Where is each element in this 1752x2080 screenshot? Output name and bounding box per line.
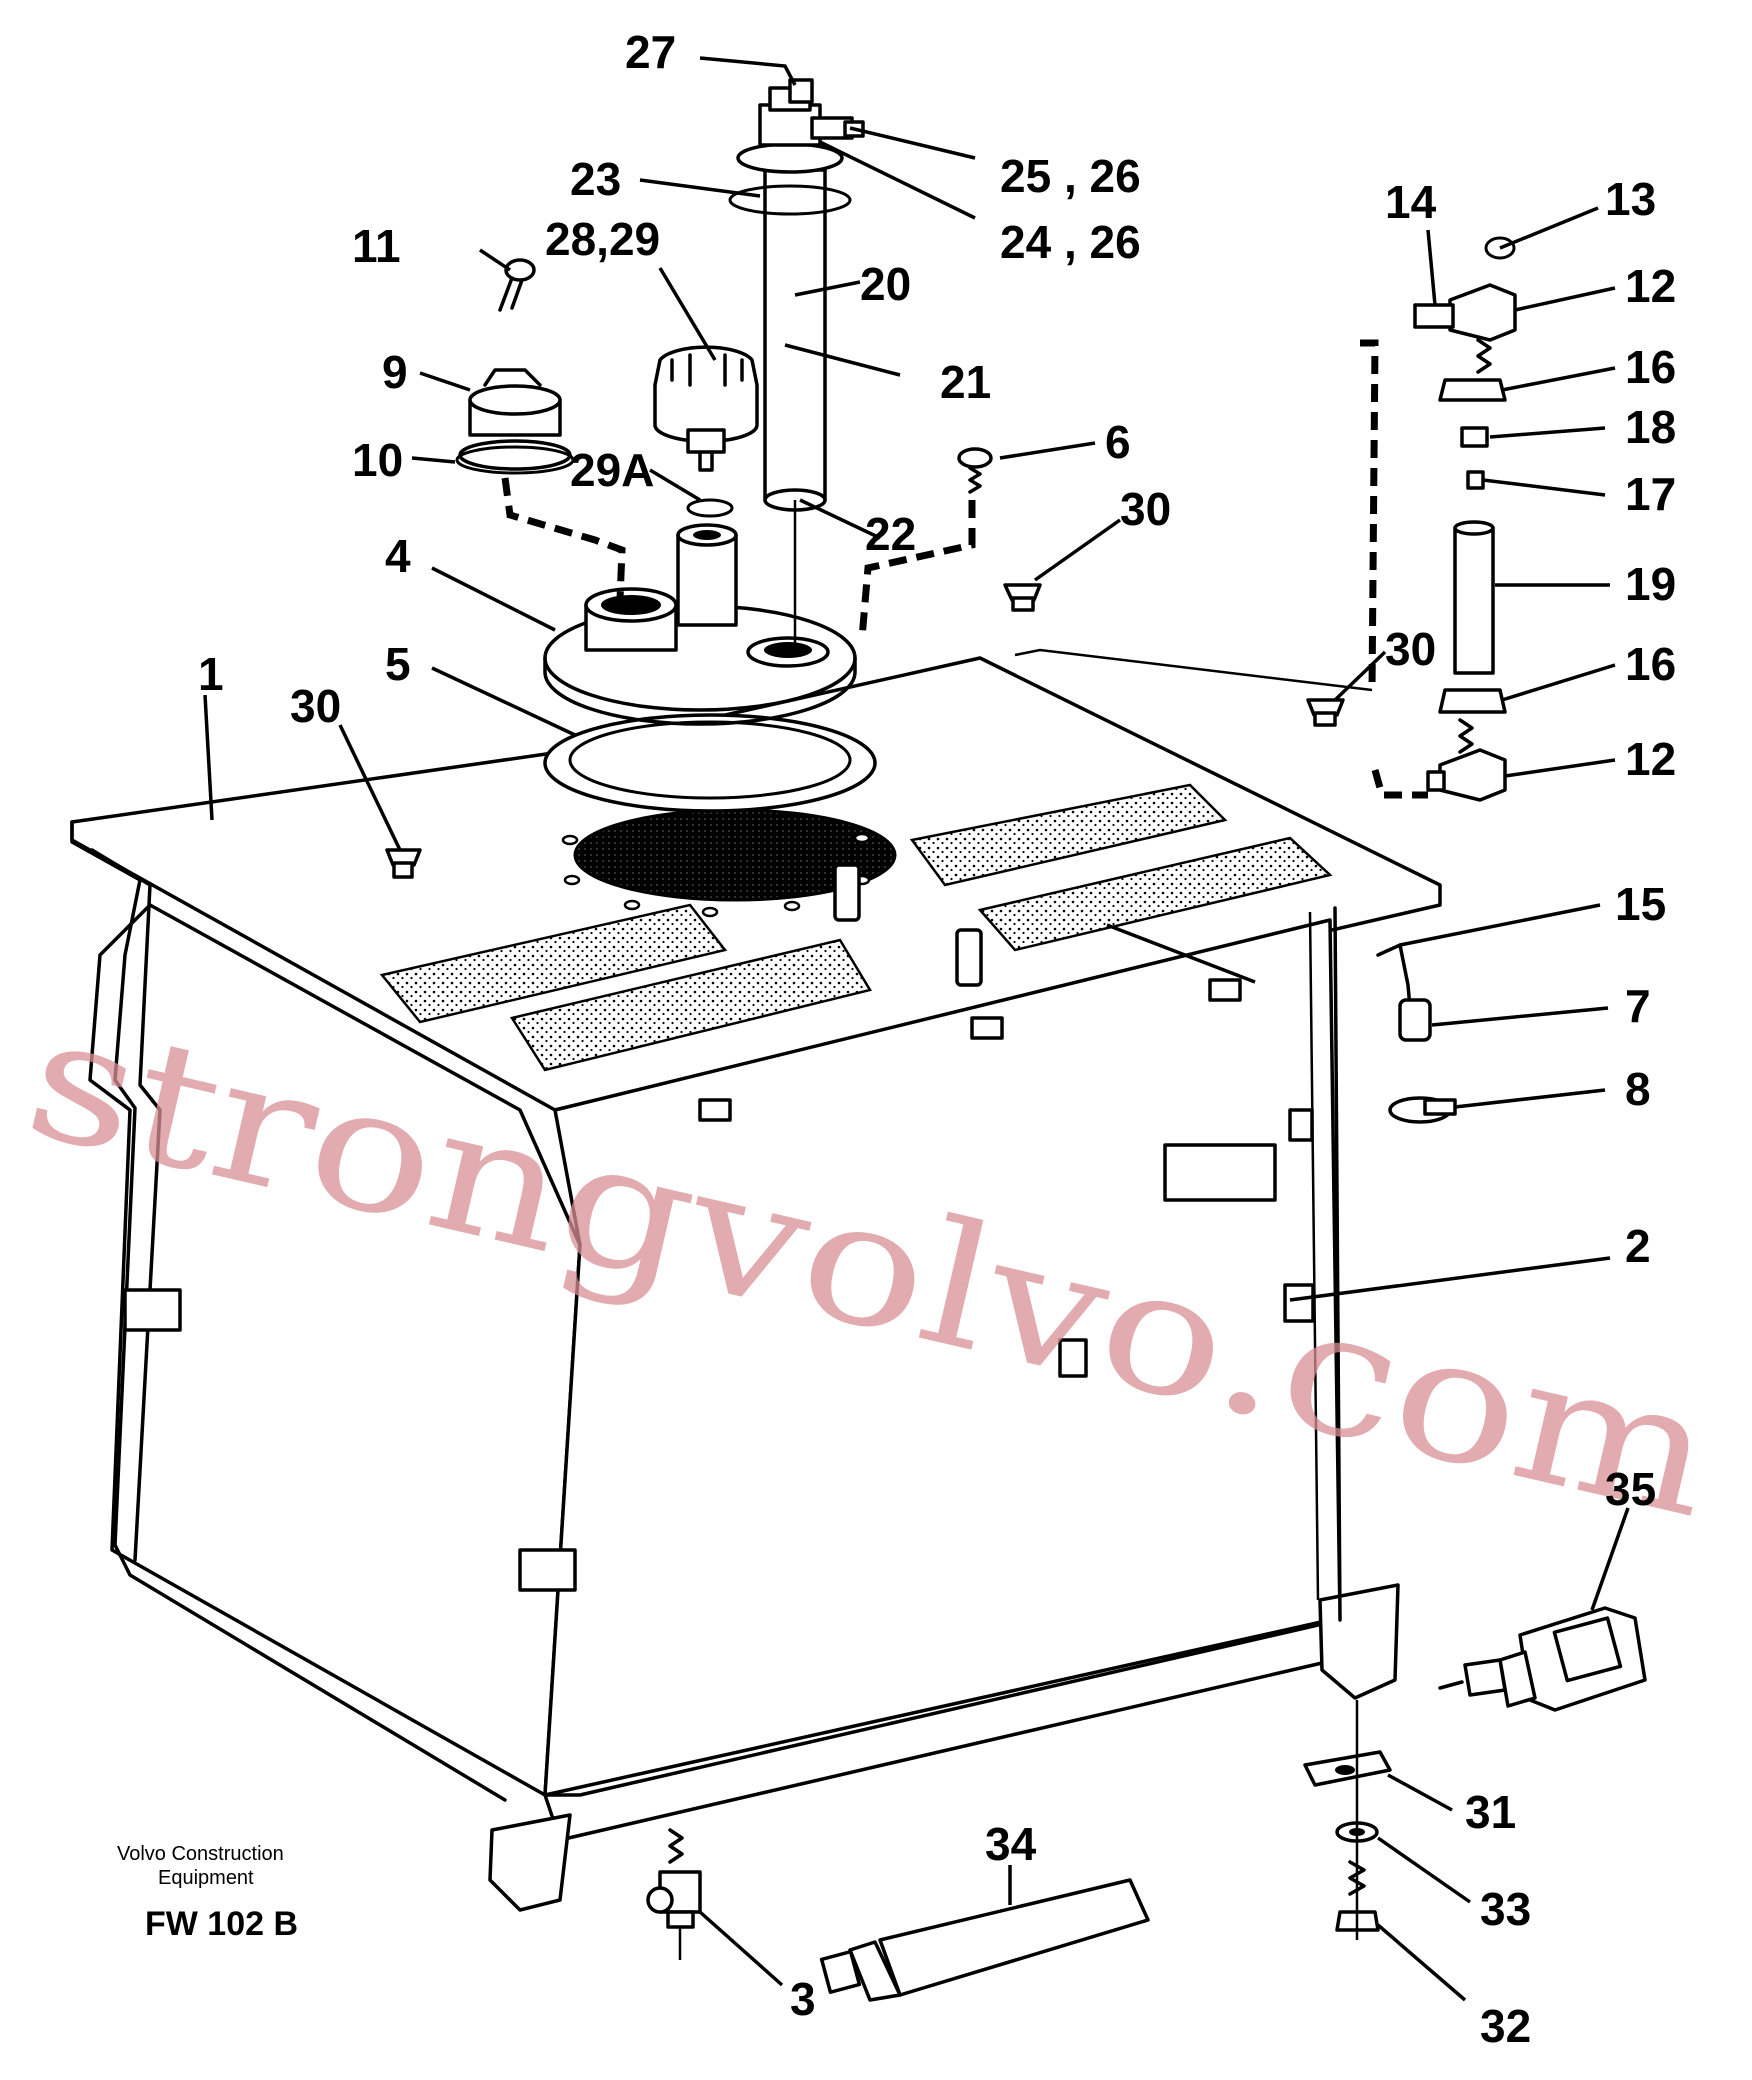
callout-31: 31 xyxy=(1465,1786,1516,1838)
credit-line-1: Volvo Construction xyxy=(117,1843,284,1865)
callout-7: 7 xyxy=(1625,980,1651,1032)
callout-28-29: 28,29 xyxy=(545,213,660,265)
callout-30-left: 30 xyxy=(290,680,341,732)
sight-glass-assembly xyxy=(1413,236,1517,802)
tank-side-face xyxy=(543,918,1342,1797)
callout-22: 22 xyxy=(865,508,916,560)
mounting-clips xyxy=(123,1143,1315,1592)
callout-25-26: 25 , 26 xyxy=(1000,150,1141,202)
hose-clamp-group xyxy=(1376,943,1457,1124)
mounting-hardware xyxy=(1303,1700,1392,1940)
callout-32: 32 xyxy=(1480,2000,1531,2052)
tank-front-face xyxy=(88,903,582,1797)
callout-2: 2 xyxy=(1625,1220,1651,1272)
callout-6: 6 xyxy=(1105,416,1131,468)
figure-code: FW 102 B xyxy=(145,1905,298,1943)
cover-assembly xyxy=(543,523,877,813)
callout-12-bottom: 12 xyxy=(1625,733,1676,785)
callout-8: 8 xyxy=(1625,1063,1651,1115)
callout-9: 9 xyxy=(382,346,408,398)
air-breather xyxy=(653,345,759,518)
callout-4: 4 xyxy=(385,530,411,582)
callout-16-top: 16 xyxy=(1625,341,1676,393)
callout-20: 20 xyxy=(860,258,911,310)
callout-16-bottom: 16 xyxy=(1625,638,1676,690)
callout-24-26: 24 , 26 xyxy=(1000,216,1141,268)
screw-6 xyxy=(957,447,993,494)
figure-credit: Volvo Construction Equipment FW 102 B xyxy=(117,1843,298,1943)
adhesive-bottle xyxy=(1438,1606,1647,1712)
drain-valve xyxy=(646,1828,702,1960)
leader-lines xyxy=(203,56,1630,2002)
tank-foot-right xyxy=(1318,1583,1400,1700)
callout-34: 34 xyxy=(985,1818,1037,1870)
credit-line-2: Equipment xyxy=(158,1867,254,1889)
callout-27: 27 xyxy=(625,26,676,78)
callout-33: 33 xyxy=(1480,1883,1531,1935)
callout-12-top: 12 xyxy=(1625,260,1676,312)
callout-30-top: 30 xyxy=(1120,483,1171,535)
sealant-tube xyxy=(819,1878,1150,2002)
plugs-30 xyxy=(385,583,1345,879)
hydraulic-tank xyxy=(70,656,1442,1912)
callout-35: 35 xyxy=(1605,1463,1656,1515)
assembly-lines xyxy=(501,339,1428,799)
callout-15: 15 xyxy=(1615,878,1666,930)
callout-3: 3 xyxy=(790,1973,816,2025)
callout-29a: 29A xyxy=(570,444,654,496)
callout-1: 1 xyxy=(198,648,224,700)
callout-labels: 27 25 , 26 24 , 26 23 28,29 11 20 21 9 1… xyxy=(198,26,1676,2052)
callout-14: 14 xyxy=(1385,176,1437,228)
tank-foot-left xyxy=(488,1813,572,1912)
callout-23: 23 xyxy=(570,153,621,205)
callout-10: 10 xyxy=(352,434,403,486)
callout-13: 13 xyxy=(1605,173,1656,225)
callout-11: 11 xyxy=(352,220,401,272)
callout-19: 19 xyxy=(1625,558,1676,610)
level-sender xyxy=(728,78,865,512)
callout-30-right: 30 xyxy=(1385,623,1436,675)
callout-18: 18 xyxy=(1625,401,1676,453)
filler-cap xyxy=(455,258,575,475)
callout-21: 21 xyxy=(940,356,991,408)
callout-5: 5 xyxy=(385,638,411,690)
tank-left-flange xyxy=(70,820,507,1802)
callout-17: 17 xyxy=(1625,468,1676,520)
